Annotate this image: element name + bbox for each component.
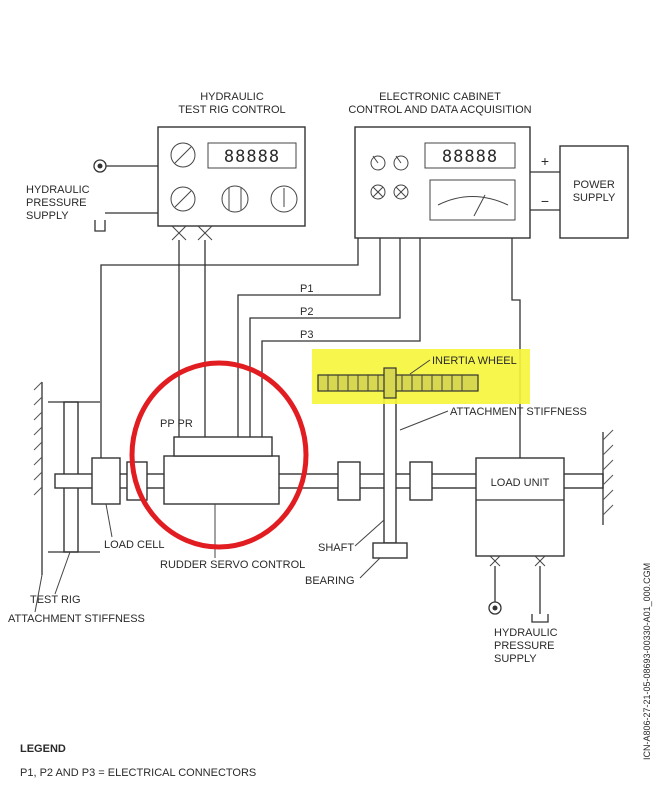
- power-supply-line2: SUPPLY: [573, 192, 616, 204]
- flow-gauge-icon: [221, 185, 249, 213]
- p3-label: P3: [300, 329, 313, 341]
- load-cell-label: LOAD CELL: [104, 539, 165, 551]
- red-annotation-circle: [129, 360, 309, 550]
- left-wall: [33, 381, 43, 575]
- bearing-label: BEARING: [305, 575, 355, 587]
- right-wall: [602, 429, 614, 525]
- load-unit-label: LOAD UNIT: [491, 477, 550, 489]
- hydraulic-test-rig-control-panel: 88888: [157, 126, 306, 241]
- control-knob-icon: [370, 155, 386, 171]
- rudder-servo-control-label: RUDDER SERVO CONTROL: [160, 559, 305, 571]
- control-digital-display: [207, 142, 297, 169]
- figure-code: ICN-A806-27-21-05-08693-00330-A01_000.CG…: [642, 563, 652, 760]
- right-hydraulic-supply: [488, 566, 549, 623]
- vertical-shaft: [383, 397, 397, 544]
- analog-meter-icon: [429, 179, 516, 221]
- connection-lines: [100, 238, 521, 460]
- legend-title: LEGEND: [20, 743, 66, 755]
- coupling-middle: [337, 461, 361, 501]
- hydraulic-supply-left-line1: HYDRAULIC: [26, 184, 90, 196]
- load-unit: [475, 457, 565, 567]
- hydraulic-control-title-line1: HYDRAULIC: [200, 91, 264, 103]
- bearing-block: [372, 542, 408, 559]
- cabinet-readout: 88888: [442, 147, 498, 167]
- positive-terminal-sign: +: [541, 153, 549, 169]
- cabinet-title-line2: CONTROL AND DATA ACQUISITION: [348, 104, 531, 116]
- power-supply-box: [559, 145, 629, 239]
- test-rig-label: TEST RIG: [30, 594, 81, 606]
- servo-manifold: [173, 436, 273, 457]
- hydraulic-control-title-line2: TEST RIG CONTROL: [178, 104, 285, 116]
- pressure-gauge-icon: [170, 186, 196, 212]
- load-cell: [91, 457, 121, 505]
- cabinet-title-line1: ELECTRONIC CABINET: [379, 91, 501, 103]
- inertia-wheel: [317, 367, 479, 399]
- p2-label: P2: [300, 306, 313, 318]
- indicator-lamp-icon: [393, 184, 409, 200]
- control-knob-icon: [393, 155, 409, 171]
- shaft-label: SHAFT: [318, 542, 354, 554]
- legend-entry: P1, P2 AND P3 = ELECTRICAL CONNECTORS: [20, 767, 256, 779]
- left-hydraulic-supply: [93, 159, 158, 232]
- supply-port-icon: [488, 601, 502, 615]
- p1-label: P1: [300, 283, 313, 295]
- hydraulic-supply-left-line3: SUPPLY: [26, 210, 69, 222]
- electronic-cabinet: 88888: [354, 126, 531, 239]
- control-readout: 88888: [224, 147, 280, 167]
- inertia-wheel-label: INERTIA WHEEL: [432, 355, 517, 367]
- attachment-stiffness-left-label: ATTACHMENT STIFFNESS: [8, 613, 145, 625]
- pressure-gauge-icon: [170, 142, 196, 168]
- power-supply-line1: POWER: [573, 179, 615, 191]
- hydraulic-supply-right-line1: HYDRAULIC: [494, 627, 558, 639]
- hydraulic-supply-left-line2: PRESSURE: [26, 197, 87, 209]
- needle-gauge-icon: [270, 185, 298, 213]
- hydraulic-supply-right-line3: SUPPLY: [494, 653, 537, 665]
- indicator-lamp-icon: [370, 184, 386, 200]
- coupling-right: [409, 461, 433, 501]
- rudder-servo-control: [163, 455, 280, 505]
- pp-pr-label: PP PR: [160, 418, 193, 430]
- hydraulic-supply-right-line2: PRESSURE: [494, 640, 555, 652]
- attachment-stiffness-label: ATTACHMENT STIFFNESS: [450, 406, 587, 418]
- negative-terminal-sign: −: [541, 193, 549, 209]
- cabinet-digital-display: [424, 142, 516, 169]
